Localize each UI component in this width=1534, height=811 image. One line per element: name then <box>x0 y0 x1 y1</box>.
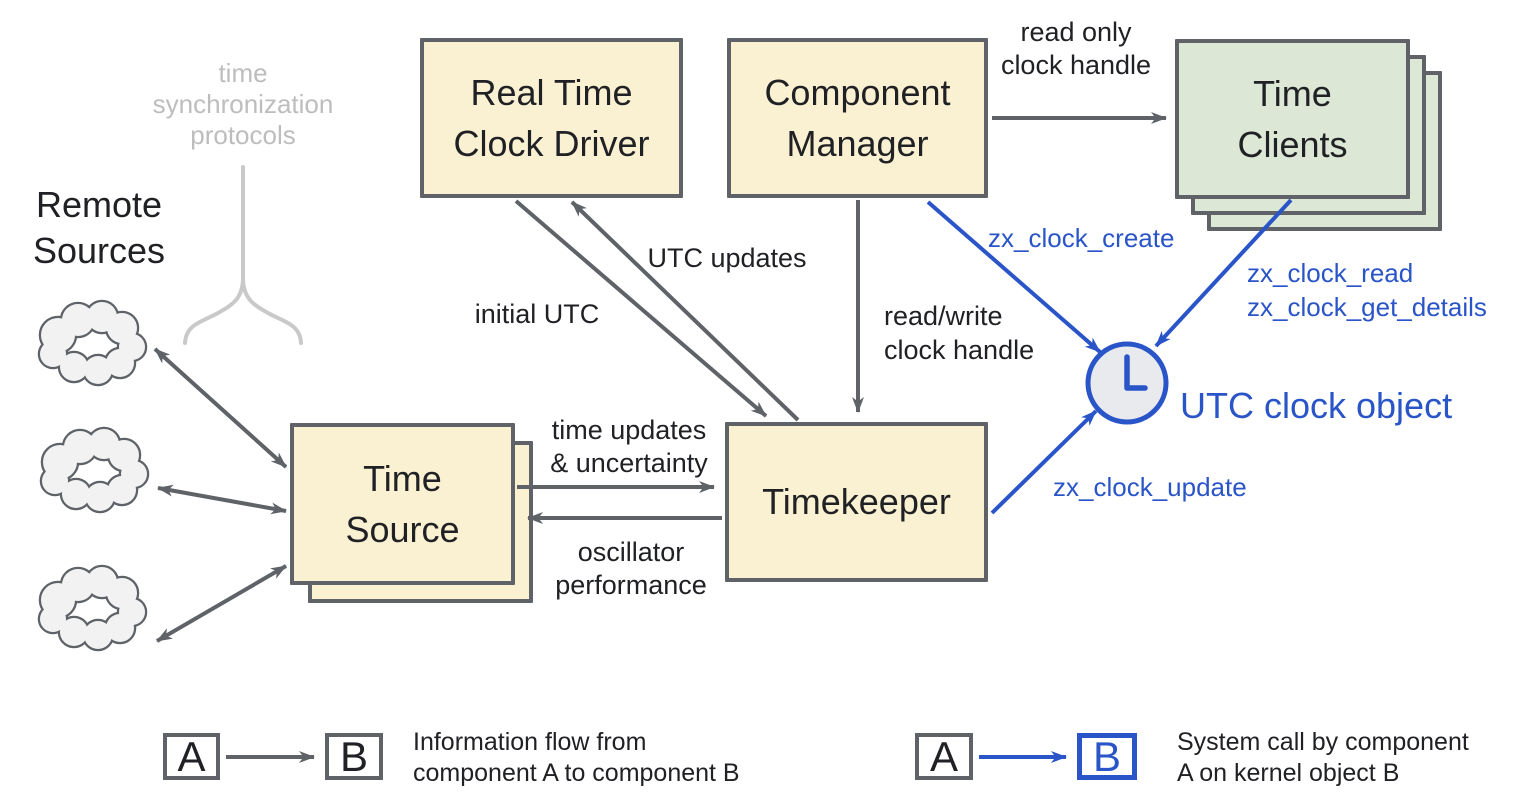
box-time-source: Time Source <box>290 423 515 585</box>
read-only-clock-handle-label: read only clock handle <box>1000 17 1152 80</box>
utc-clock-icon <box>1085 341 1169 425</box>
box-real-time-clock-driver: Real Time Clock Driver <box>420 38 683 198</box>
remote-source-cloud-icon-2 <box>42 429 147 511</box>
arrow-cloud3-source <box>155 564 288 643</box>
protocols-label: time synchronization protocols <box>152 58 334 150</box>
zx-clock-read-get-details-label: zx_clock_read zx_clock_get_details <box>1247 258 1487 322</box>
box-component-manager: Component Manager <box>727 38 988 198</box>
legend-syscall-box-a: A <box>915 733 973 780</box>
read-write-clock-handle-label: read/write clock handle <box>884 301 1035 365</box>
zx-clock-create-label: zx_clock_create <box>988 223 1175 253</box>
legend-syscall-box-b: B <box>1077 733 1137 780</box>
utc-updates-label: UTC updates <box>647 243 807 273</box>
remote-source-cloud-icon-3 <box>40 567 145 649</box>
legend-flow-box-b: B <box>325 733 383 780</box>
legend-flow-box-a: A <box>163 733 220 780</box>
legend-syscall-text: System call by component A on kernel obj… <box>1177 728 1469 787</box>
time-updates-uncertainty-label: time updates & uncertainty <box>550 415 708 478</box>
box-timekeeper: Timekeeper <box>725 422 988 582</box>
arrow-cloud2-source <box>157 484 287 515</box>
arrow-cloud1-source <box>153 347 288 469</box>
remote-source-cloud-icon-1 <box>40 302 145 384</box>
initial-utc-label: initial UTC <box>474 299 600 329</box>
zx-clock-update-label: zx_clock_update <box>1053 472 1247 502</box>
legend-flow-text: Information flow from component A to com… <box>413 728 740 787</box>
protocols-brace <box>183 165 303 345</box>
box-time-clients: Time Clients <box>1175 39 1410 199</box>
utc-clock-object-label: UTC clock object <box>1180 385 1453 426</box>
oscillator-performance-label: oscillator performance <box>555 537 707 600</box>
remote-sources-label: Remote Sources <box>32 184 166 271</box>
